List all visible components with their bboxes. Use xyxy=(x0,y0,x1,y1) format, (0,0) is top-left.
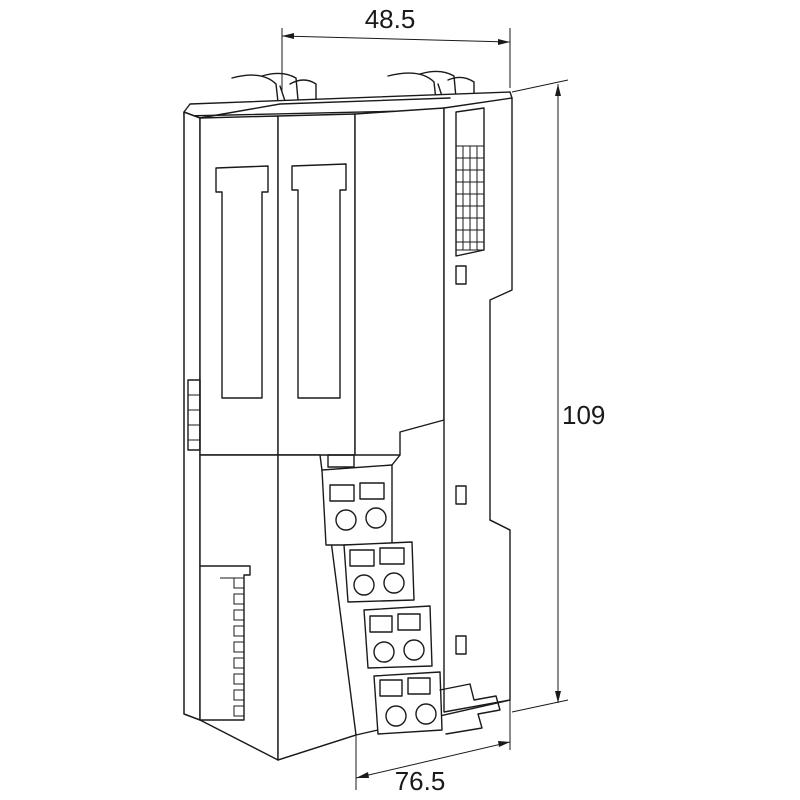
side-panel xyxy=(183,111,201,721)
label-slot-2 xyxy=(291,163,347,399)
dimension-label-width: 48.5 xyxy=(365,4,416,34)
arrowhead-icon xyxy=(555,691,561,703)
arrowhead-icon xyxy=(555,84,561,96)
arrowhead-icon xyxy=(498,741,510,747)
arrowhead-icon xyxy=(356,772,369,778)
indicator-square xyxy=(455,265,467,285)
side-latch xyxy=(187,379,201,451)
dimension-height: 109 xyxy=(511,79,605,713)
terminal-block-2 xyxy=(343,541,415,603)
terminal-block-4 xyxy=(373,671,443,735)
vent-grid xyxy=(455,145,485,251)
dimension-bottom-depth: 76.5 xyxy=(355,700,511,796)
label-slot-1 xyxy=(215,165,269,399)
terminal-block-1 xyxy=(321,454,393,546)
terminal-block-3 xyxy=(363,605,433,669)
dimension-label-depth: 76.5 xyxy=(395,766,446,796)
module-body xyxy=(183,70,513,761)
dimension-top-width: 48.5 xyxy=(281,4,511,92)
arrowhead-icon xyxy=(498,39,510,45)
indicator-square xyxy=(455,485,467,505)
right-side-panel xyxy=(443,97,513,713)
lower-front-left xyxy=(199,454,279,761)
arrowhead-icon xyxy=(282,33,294,39)
indicator-square xyxy=(455,635,467,655)
terminal-strip-left xyxy=(199,565,251,721)
dimension-label-height: 109 xyxy=(562,400,605,430)
